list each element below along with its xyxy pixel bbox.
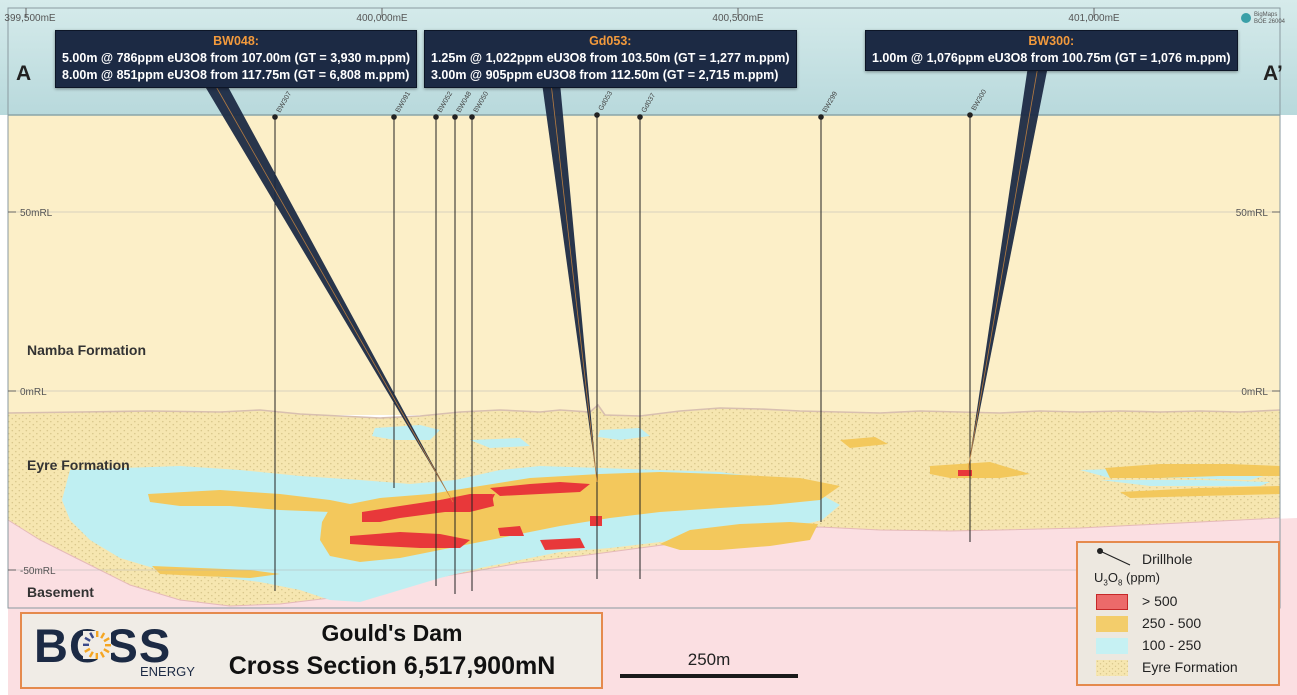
section-end-left: A — [16, 62, 31, 85]
elevation-label-right: 0mRL — [1241, 387, 1268, 398]
legend-row-over-500: > 500 — [1078, 592, 1278, 612]
map-title: Gould's Dam — [321, 620, 463, 646]
callout-title: BW048: — [213, 34, 259, 48]
callout-line: 3.00m @ 905ppm eU3O8 from 112.50m (GT = … — [431, 68, 779, 82]
callout-title: BW300: — [1028, 34, 1075, 48]
legend-swatch — [1096, 638, 1128, 654]
drillhole-collar — [452, 114, 458, 120]
drillhole-collar — [391, 114, 397, 120]
legend-label: 250 - 500 — [1142, 615, 1202, 631]
drillhole-collar — [967, 112, 973, 118]
drillhole-collar — [272, 114, 278, 120]
namba-layer — [8, 115, 1280, 415]
easting-label: 400,000mE — [356, 13, 407, 24]
globe-icon — [1241, 13, 1251, 23]
basement-contact — [7, 517, 1281, 607]
grade-zones-over-500 — [350, 470, 972, 550]
scale-bar-label: 250m — [688, 650, 731, 669]
callout-line: 1.00m @ 1,076ppm eU3O8 from 100.75m (GT … — [872, 51, 1231, 65]
callout-pointer-bw300 — [968, 66, 1048, 470]
easting-label: 399,500mE — [4, 13, 55, 24]
map-subtitle: Cross Section 6,517,900mN — [228, 652, 556, 680]
drillhole-collar — [818, 114, 824, 120]
sun-burst-icon — [83, 631, 111, 659]
callout-pointer-bw048 — [203, 83, 453, 502]
drillhole-legend-icon — [1097, 548, 1131, 566]
mapper-label: BigMaps — [1254, 12, 1277, 18]
callout-line: 5.00m @ 786ppm eU3O8 from 107.00m (GT = … — [62, 51, 411, 65]
eyre-formation-label: Eyre Formation — [27, 457, 130, 473]
drillhole-collar — [637, 114, 643, 120]
mapper-label: BOE 26004 — [1254, 19, 1286, 25]
callout-title: Gd053: — [589, 34, 632, 48]
elevation-label-right: 50mRL — [1236, 208, 1269, 219]
easting-ticks — [25, 8, 1095, 18]
elevation-label-left: 50mRL — [20, 208, 53, 219]
legend-swatch — [1096, 594, 1128, 610]
legend-swatch — [1096, 616, 1128, 632]
company-logo-sub: ENERGY — [140, 664, 195, 679]
drillholes — [274, 115, 971, 594]
callout-line: 8.00m @ 851ppm eU3O8 from 117.75m (GT = … — [62, 68, 410, 82]
legend-label: Eyre Formation — [1142, 659, 1238, 675]
callout-pointer-gd053 — [542, 83, 597, 482]
easting-label: 400,500mE — [712, 13, 763, 24]
basement-label: Basement — [27, 584, 94, 600]
legend-row-250-500: 250 - 500 — [1078, 614, 1278, 634]
legend-label: 100 - 250 — [1142, 637, 1202, 653]
namba-formation-label: Namba Formation — [27, 342, 146, 358]
callout-bw300: BW300: 1.00m @ 1,076ppm eU3O8 from 100.7… — [865, 30, 1238, 71]
legend-row-100-250: 100 - 250 — [1078, 636, 1278, 656]
legend-row-eyre: Eyre Formation — [1078, 658, 1278, 678]
drillhole-collars — [272, 112, 973, 120]
legend-unit-label: U3O8 (ppm) — [1094, 570, 1160, 588]
elevation-gridlines — [8, 211, 1280, 571]
callout-gd053: Gd053: 1.25m @ 1,022ppm eU3O8 from 103.5… — [424, 30, 797, 88]
callout-line: 1.25m @ 1,022ppm eU3O8 from 103.50m (GT … — [431, 51, 790, 65]
callout-bw048: BW048: 5.00m @ 786ppm eU3O8 from 107.00m… — [55, 30, 418, 88]
callout-pointers — [203, 65, 1048, 503]
drillhole-collar — [594, 112, 600, 118]
drillhole-collar — [469, 114, 475, 120]
legend-drillhole-label: Drillhole — [1142, 551, 1193, 567]
elevation-label-left: -50mRL — [20, 566, 56, 577]
easting-label: 401,000mE — [1068, 13, 1119, 24]
legend-swatch — [1096, 660, 1128, 676]
elevation-label-left: 0mRL — [20, 387, 47, 398]
title-box: BOSS ENERGY Gould's Dam Cross Section 6,… — [20, 612, 603, 689]
legend: Drillhole U3O8 (ppm) > 500 250 - 500 100… — [1076, 541, 1280, 686]
section-frame — [7, 7, 1281, 609]
legend-label: > 500 — [1142, 593, 1178, 609]
section-end-right: A’ — [1263, 62, 1283, 85]
drillhole-collar — [433, 114, 439, 120]
